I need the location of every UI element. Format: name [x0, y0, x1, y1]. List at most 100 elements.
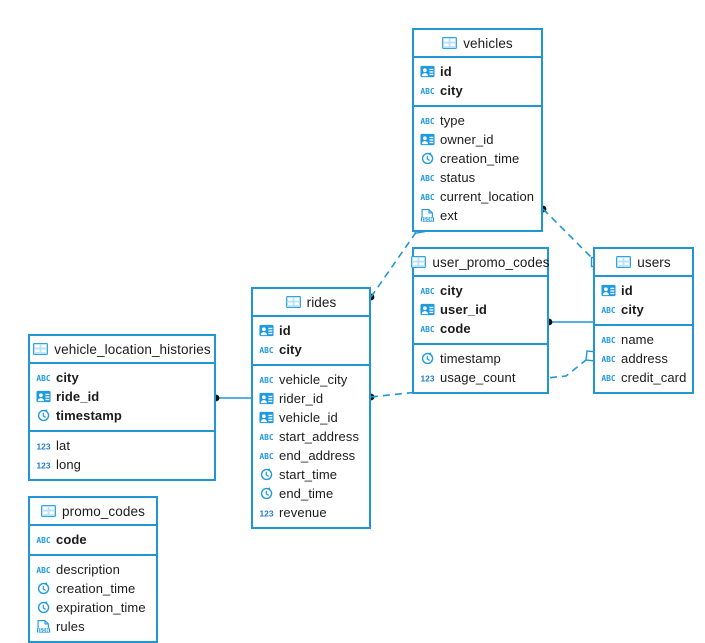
entity-header-user_promo_codes[interactable]: user_promo_codes	[411, 249, 549, 277]
entity-header-promo_codes[interactable]: promo_codes	[30, 498, 156, 526]
field-row-expiration_time[interactable]: expiration_time	[30, 598, 156, 617]
entity-name-label: promo_codes	[62, 503, 145, 519]
svg-text:ABC: ABC	[420, 117, 435, 126]
clock-timestamp-type-icon	[420, 351, 435, 366]
field-name-label: user_id	[440, 302, 487, 317]
123-number-type-icon: 123	[259, 505, 274, 520]
field-name-label: id	[279, 323, 291, 338]
entity-header-vehicle_location_histories[interactable]: vehicle_location_histories	[30, 336, 214, 364]
entity-header-users[interactable]: users	[595, 249, 692, 277]
svg-text:ABC: ABC	[36, 536, 51, 545]
relationship-users-to-user-promo-codes[interactable]	[545, 318, 593, 326]
svg-text:ABC: ABC	[259, 433, 274, 442]
json-type-icon: JSON	[36, 619, 51, 634]
field-name-label: owner_id	[440, 132, 494, 147]
field-row-owner_id[interactable]: owner_id	[414, 130, 541, 149]
field-row-revenue[interactable]: 123 revenue	[253, 503, 369, 522]
field-name-label: revenue	[279, 505, 327, 520]
svg-text:123: 123	[36, 460, 50, 470]
field-name-label: timestamp	[56, 408, 122, 423]
svg-text:ABC: ABC	[601, 306, 616, 315]
field-row-ext[interactable]: JSON ext	[414, 206, 541, 225]
field-row-id[interactable]: id	[595, 281, 692, 300]
field-row-timestamp[interactable]: timestamp	[30, 406, 214, 425]
field-row-start_time[interactable]: start_time	[253, 465, 369, 484]
abc-text-type-icon: ABC	[420, 283, 435, 298]
field-name-label: id	[621, 283, 633, 298]
field-row-user_id[interactable]: user_id	[414, 300, 547, 319]
field-name-label: city	[279, 342, 302, 357]
field-name-label: start_time	[279, 467, 338, 482]
field-name-label: timestamp	[440, 351, 501, 366]
abc-text-type-icon: ABC	[601, 332, 616, 347]
field-name-label: end_time	[279, 486, 334, 501]
field-row-vehicle_id[interactable]: vehicle_id	[253, 408, 369, 427]
entity-header-vehicles[interactable]: vehicles	[414, 30, 541, 58]
svg-text:ABC: ABC	[259, 376, 274, 385]
abc-text-type-icon: ABC	[36, 562, 51, 577]
relationship-rides-to-vehicle-location-histories[interactable]	[212, 394, 251, 402]
primary-key-group: ABC code	[30, 526, 156, 556]
field-row-timestamp[interactable]: timestamp	[414, 349, 547, 368]
field-row-creation_time[interactable]: creation_time	[30, 579, 156, 598]
badge-uuid-type-icon	[36, 389, 51, 404]
clock-timestamp-type-icon	[36, 581, 51, 596]
field-row-rider_id[interactable]: rider_id	[253, 389, 369, 408]
abc-text-type-icon: ABC	[259, 448, 274, 463]
entity-name-label: vehicles	[463, 35, 513, 51]
abc-text-type-icon: ABC	[420, 113, 435, 128]
field-name-label: status	[440, 170, 476, 185]
field-name-label: city	[440, 83, 463, 98]
field-name-label: ext	[440, 208, 458, 223]
field-row-creation_time[interactable]: creation_time	[414, 149, 541, 168]
badge-uuid-type-icon	[420, 132, 435, 147]
field-row-city[interactable]: ABC city	[253, 340, 369, 359]
entity-header-rides[interactable]: rides	[253, 289, 369, 317]
field-name-label: code	[56, 532, 87, 547]
svg-text:ABC: ABC	[601, 336, 616, 345]
field-row-id[interactable]: id	[414, 62, 541, 81]
svg-text:ABC: ABC	[259, 346, 274, 355]
clock-timestamp-type-icon	[259, 486, 274, 501]
clock-timestamp-type-icon	[36, 600, 51, 615]
field-row-id[interactable]: id	[253, 321, 369, 340]
field-name-label: current_location	[440, 189, 535, 204]
field-row-code[interactable]: ABC code	[30, 530, 156, 549]
field-row-ride_id[interactable]: ride_id	[30, 387, 214, 406]
table-grid-icon	[616, 256, 632, 268]
field-row-end_time[interactable]: end_time	[253, 484, 369, 503]
123-number-type-icon: 123	[36, 457, 51, 472]
abc-text-type-icon: ABC	[259, 429, 274, 444]
json-type-icon: JSON	[420, 208, 435, 223]
